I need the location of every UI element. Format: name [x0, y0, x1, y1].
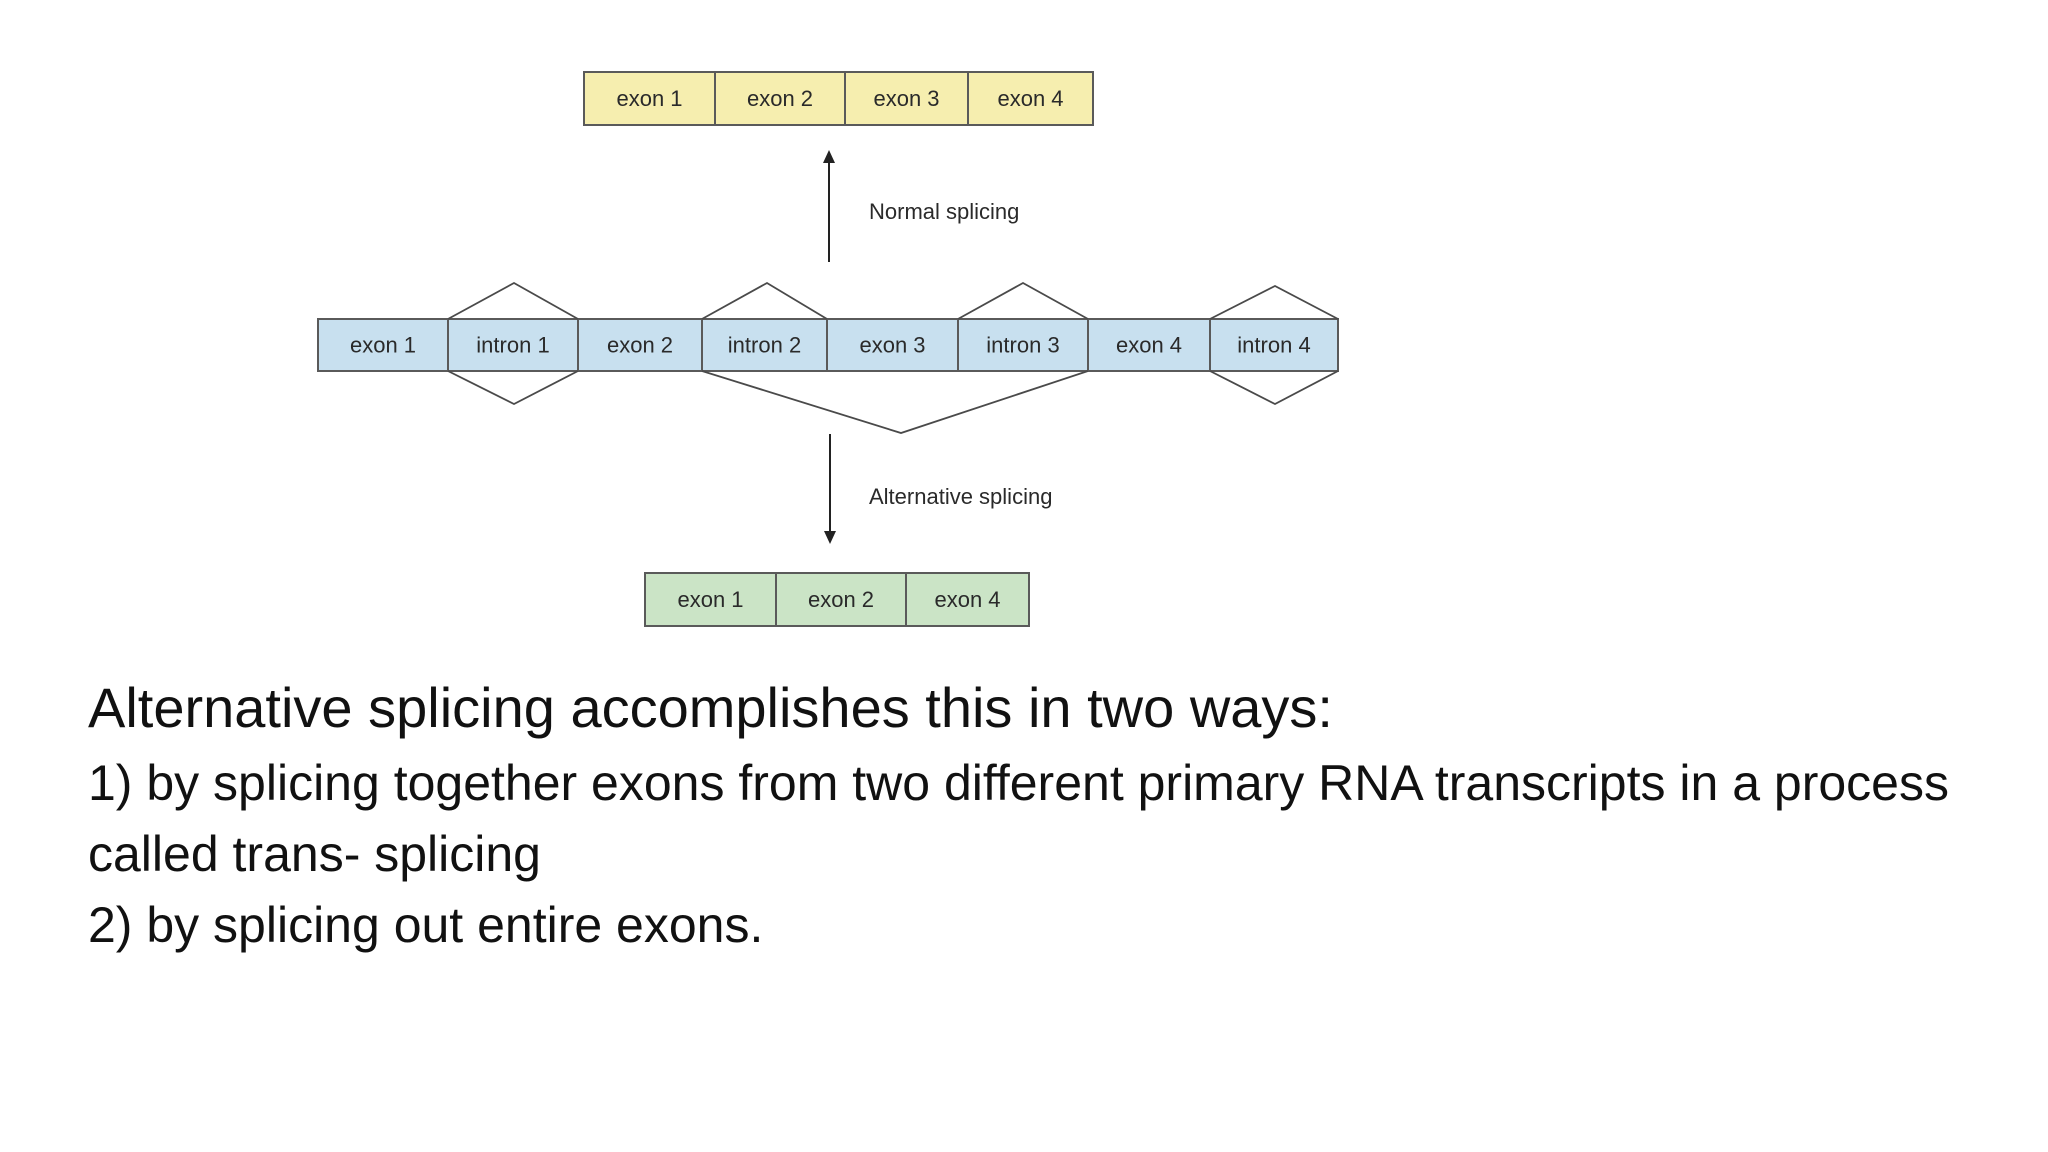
- splicing-diagram: exon 1 exon 2 exon 3 exon 4 Normal splicing…: [317, 71, 1339, 627]
- splice-connectors: [447, 281, 1339, 434]
- normal-splicing-arrow: [823, 150, 835, 262]
- pre-mrna-intron-3-box: [957, 318, 1089, 372]
- normal-mature-exon-2-label: exon 2: [747, 86, 813, 111]
- pre-mrna-exon-2-label: exon 2: [607, 333, 673, 358]
- alternative-mature-mrna: exon 1 exon 2 exon 4: [644, 572, 1030, 627]
- normal-mature-exon-4-box: [967, 71, 1094, 126]
- slide-body: Alternative splicing accomplishes this i…: [88, 668, 1988, 961]
- splice-connector-exon-skip: [701, 370, 1089, 434]
- normal-mature-exon-2-box: [714, 71, 846, 126]
- normal-mature-exon-1-label: exon 1: [616, 86, 682, 111]
- alternative-mature-exon-2-label: exon 2: [808, 587, 874, 612]
- splice-connector-intron-4-bottom: [1209, 370, 1339, 406]
- pre-mrna-intron-3-label: intron 3: [986, 333, 1059, 358]
- alternative-mature-exon-4-label: exon 4: [934, 587, 1000, 612]
- normal-mature-exon-4-label: exon 4: [997, 86, 1063, 111]
- splice-connector-intron-1-top: [447, 281, 579, 320]
- pre-mrna-exon-4-label: exon 4: [1116, 333, 1182, 358]
- pre-mrna-exon-4-box: [1087, 318, 1211, 372]
- pre-mrna-exon-3-label: exon 3: [859, 333, 925, 358]
- slide-heading: Alternative splicing accomplishes this i…: [88, 676, 1333, 739]
- pre-mrna: exon 1 intron 1 exon 2 intron 2 exon 3 intron…: [317, 318, 1339, 372]
- pre-mrna-intron-4-box: [1209, 318, 1339, 372]
- point-exon-skipping: 2) by splicing out entire exons.: [88, 897, 764, 953]
- alternative-mature-exon-1-box: [644, 572, 777, 627]
- pre-mrna-intron-4-label: intron 4: [1237, 333, 1310, 358]
- splice-connector-intron-4-top: [1209, 284, 1339, 320]
- splice-connector-intron-1-bottom: [447, 370, 579, 406]
- pre-mrna-exon-3-box: [826, 318, 959, 372]
- normal-splicing-label: Normal splicing: [869, 199, 1019, 224]
- pre-mrna-intron-2-label: intron 2: [728, 333, 801, 358]
- splice-connector-intron-3-top: [957, 281, 1089, 320]
- normal-mature-exon-3-box: [844, 71, 969, 126]
- alternative-mature-exon-4-box: [905, 572, 1030, 627]
- normal-mature-exon-3-label: exon 3: [873, 86, 939, 111]
- splice-connector-intron-2-top: [701, 281, 828, 320]
- alternative-splicing-label: Alternative splicing: [869, 484, 1052, 509]
- alternative-mature-exon-1-label: exon 1: [677, 587, 743, 612]
- alternative-splicing-arrow: [824, 434, 836, 544]
- pre-mrna-intron-1-label: intron 1: [476, 333, 549, 358]
- point-trans-splicing: 1) by splicing together exons from two d…: [88, 755, 1949, 882]
- normal-mature-exon-1-box: [583, 71, 716, 126]
- normal-mature-mrna: exon 1 exon 2 exon 3 exon 4: [583, 71, 1094, 126]
- pre-mrna-exon-1-label: exon 1: [350, 333, 416, 358]
